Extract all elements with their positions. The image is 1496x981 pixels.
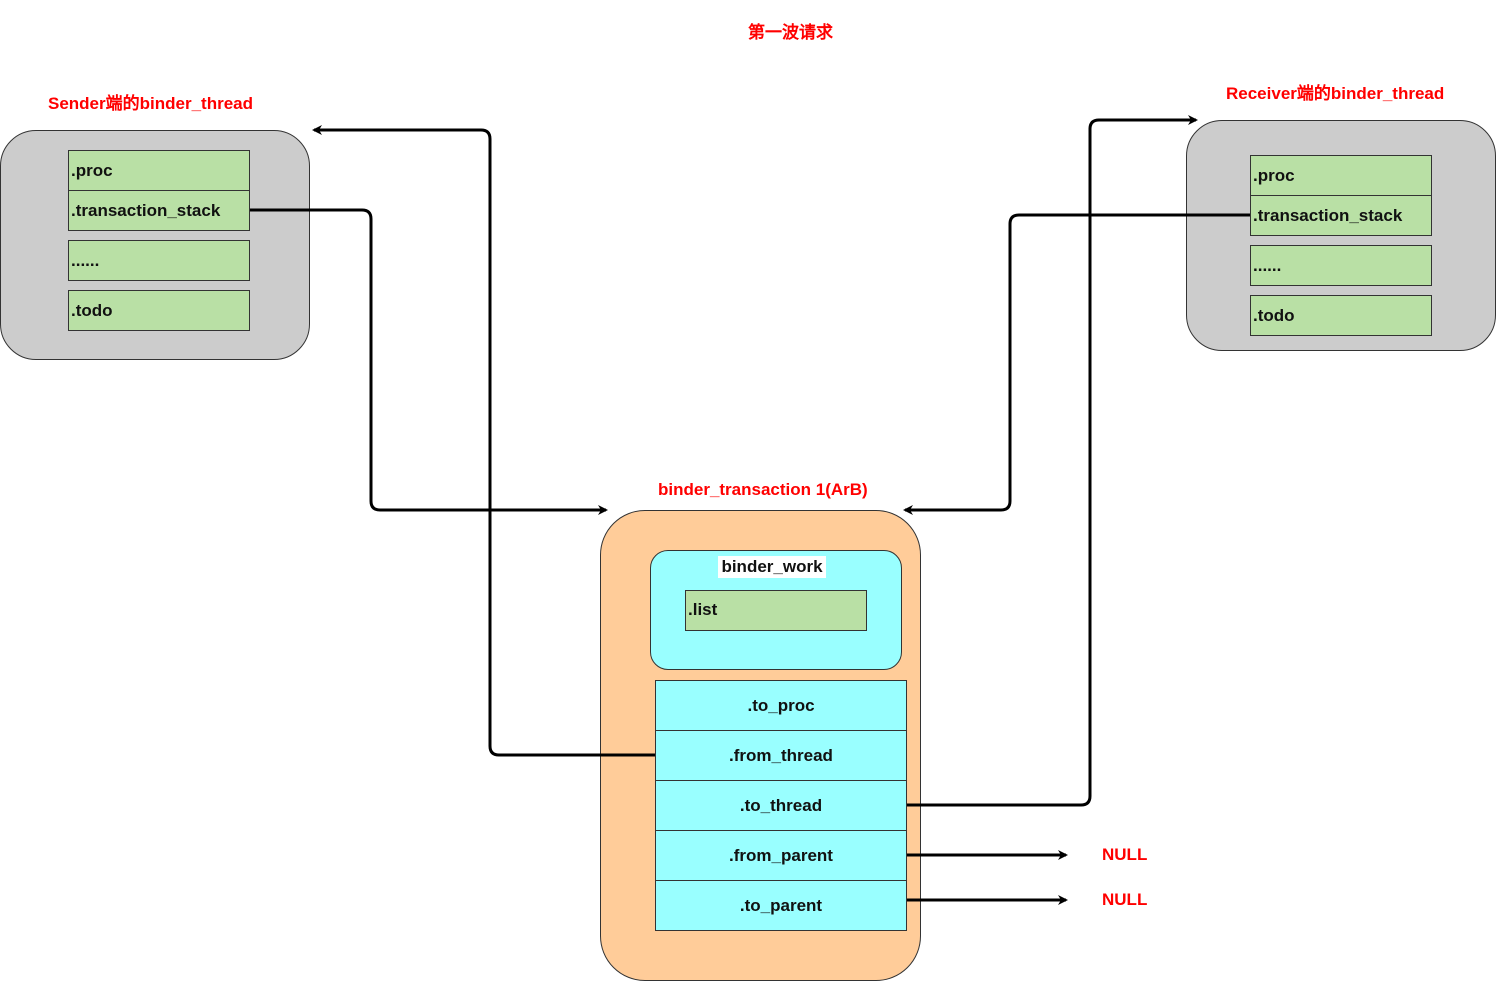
receiver-field-proc: .proc [1250,155,1432,196]
sender-field-todo: .todo [68,290,250,331]
transaction-field-to-proc: .to_proc [655,680,907,731]
sender-field-proc: .proc [68,150,250,191]
sender-field-transaction-stack: .transaction_stack [68,190,250,231]
transaction-field-to-parent: .to_parent [655,880,907,931]
receiver-thread-label: Receiver端的binder_thread [1226,84,1445,103]
binder-work-label: binder_work [718,556,826,578]
arrow-receiver-stack-to-transaction [903,213,1250,515]
sender-field-ellipsis: ...... [68,240,250,281]
arrow-from-thread-to-sender [312,125,655,757]
transaction-field-from-thread: .from_thread [655,730,907,781]
diagram-title: 第一波请求 [748,23,833,42]
receiver-field-ellipsis: ...... [1250,245,1432,286]
receiver-field-transaction-stack: .transaction_stack [1250,195,1432,236]
sender-thread-label: Sender端的binder_thread [48,94,253,113]
null-label-from-parent: NULL [1102,845,1148,864]
binder-work-field-list: .list [685,590,867,631]
transaction-label: binder_transaction 1(ArB) [658,480,868,499]
transaction-field-to-thread: .to_thread [655,780,907,831]
receiver-field-todo: .todo [1250,295,1432,336]
null-label-to-parent: NULL [1102,890,1148,909]
arrow-sender-stack-to-transaction [250,208,608,515]
arrow-to-thread-to-receiver [907,115,1198,807]
